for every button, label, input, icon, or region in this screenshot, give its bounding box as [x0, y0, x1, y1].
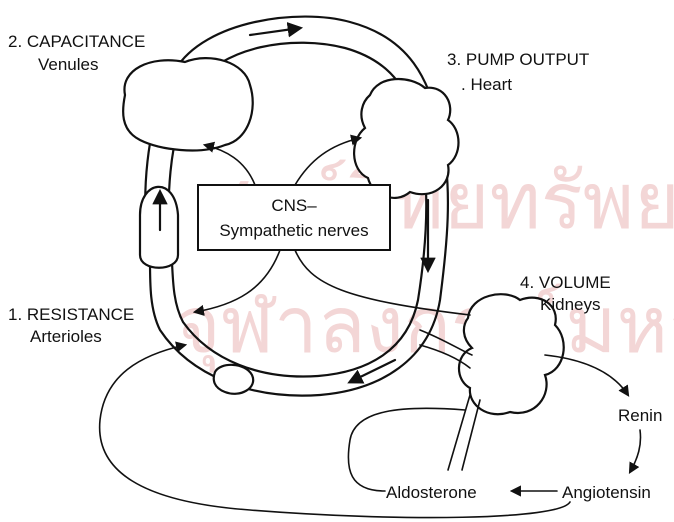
ureter-left — [448, 395, 470, 470]
volume-subtitle: Kidneys — [540, 295, 600, 314]
renin-label: Renin — [618, 406, 662, 425]
angiotensin-label: Angiotensin — [562, 483, 651, 502]
venules-reservoir — [123, 58, 253, 150]
cns-box — [198, 185, 390, 250]
pump-output-subtitle: . Heart — [461, 75, 512, 94]
cns-box-line-2: Sympathetic nerves — [219, 221, 368, 240]
aldosterone-label: Aldosterone — [386, 483, 477, 502]
resistance-title: 1. RESISTANCE — [8, 305, 134, 324]
resistance-subtitle: Arterioles — [30, 327, 102, 346]
capacitance-title: 2. CAPACITANCE — [8, 32, 145, 51]
renin-to-angiotensin-arrow — [630, 430, 641, 472]
lower-vessel-pocket — [214, 365, 253, 394]
flow-arrow-top — [250, 28, 300, 35]
cns-box-line-1: CNS– — [271, 196, 317, 215]
pump-output-title: 3. PUMP OUTPUT — [447, 50, 589, 69]
capacitance-subtitle: Venules — [38, 55, 99, 74]
heart-pump — [354, 79, 458, 198]
volume-title: 4. VOLUME — [520, 273, 611, 292]
aldosterone-to-kidney-loop — [348, 408, 465, 491]
